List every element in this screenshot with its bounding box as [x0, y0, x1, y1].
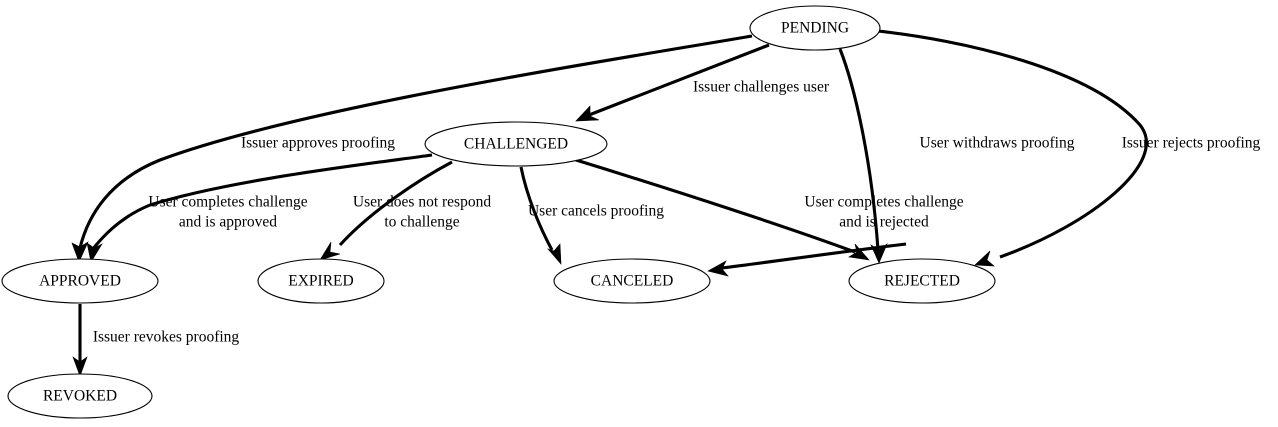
node-canceled[interactable]: CANCELED: [553, 258, 711, 304]
edge-arrowhead-challenged-canceled: [547, 243, 562, 265]
node-ellipse-approved[interactable]: [1, 258, 159, 304]
node-ellipse-canceled[interactable]: [553, 258, 711, 304]
edge-label-issuer-approves-proofing: Issuer approves proofing: [241, 135, 395, 152]
edge-label-user-completes-challenge-rejected-line2: and is rejected: [839, 214, 929, 231]
node-ellipse-rejected[interactable]: [848, 258, 996, 304]
edge-challenged-approved: [86, 153, 433, 263]
edge-path-pending-rejected-reject: [877, 29, 1148, 259]
edge-path-challenged-canceled: [519, 166, 554, 251]
edge-arrowhead-pending-challenged: [575, 105, 600, 122]
node-challenged[interactable]: CHALLENGED: [424, 121, 608, 167]
node-ellipse-challenged[interactable]: [424, 121, 608, 167]
edge-path-challenged-approved: [90, 153, 433, 251]
edge-path-pending-rejected-withdraw: [838, 48, 880, 251]
edge-label-user-does-not-respond-line2: to challenge: [384, 214, 459, 231]
nodes-layer: PENDING CHALLENGED APPROVED EXPIRED CANC…: [1, 5, 996, 419]
edge-pending-rejected-withdraw: [838, 48, 888, 264]
edge-pending-rejected-reject: [877, 29, 1148, 267]
edge-arrowhead-pending-rejected-reject: [974, 250, 995, 267]
edge-pending-approved: [71, 34, 753, 263]
edge-approved-revoked: [72, 304, 88, 377]
edge-label-issuer-revokes-proofing: Issuer revokes proofing: [93, 329, 240, 346]
edge-labels-layer: Issuer approves proofing Issuer challeng…: [93, 79, 1261, 346]
edge-challenged-expired: [319, 160, 453, 261]
edges-layer: [71, 29, 1148, 377]
node-ellipse-revoked[interactable]: [7, 373, 153, 419]
node-label-canceled: CANCELED: [591, 273, 674, 290]
node-pending[interactable]: PENDING: [749, 5, 881, 51]
node-label-pending: PENDING: [781, 20, 849, 37]
edge-path-challenged-rejected: [575, 158, 856, 254]
edge-label-issuer-challenges-user: Issuer challenges user: [693, 79, 830, 96]
edge-label-user-does-not-respond-line1: User does not respond: [353, 194, 491, 211]
edge-label-issuer-rejects-proofing: Issuer rejects proofing: [1122, 135, 1261, 152]
node-revoked[interactable]: REVOKED: [7, 373, 153, 419]
edge-label-user-withdraws-proofing: User withdraws proofing: [920, 135, 1075, 152]
edge-label-user-completes-challenge-rejected-line1: User completes challenge: [804, 194, 963, 211]
node-label-approved: APPROVED: [39, 273, 121, 290]
edge-path-pending-approved: [78, 34, 753, 249]
node-label-challenged: CHALLENGED: [464, 136, 568, 153]
edge-arrowhead-pending-approved: [71, 241, 89, 263]
edge-label-user-cancels-proofing: User cancels proofing: [528, 203, 664, 220]
edge-challenged-canceled: [519, 166, 562, 265]
edge-rejected-source-to-canceled: [707, 242, 907, 277]
node-ellipse-expired[interactable]: [257, 258, 385, 304]
node-label-expired: EXPIRED: [288, 273, 353, 290]
edge-path-rejected-source-to-canceled: [721, 242, 907, 270]
edge-label-user-completes-challenge-approved-line1: User completes challenge: [148, 194, 307, 211]
node-ellipse-pending[interactable]: [749, 5, 881, 51]
node-label-rejected: REJECTED: [884, 273, 960, 290]
edge-path-challenged-expired: [338, 160, 453, 247]
node-label-revoked: REVOKED: [43, 388, 117, 405]
edge-arrowhead-challenged-approved: [86, 242, 103, 263]
node-expired[interactable]: EXPIRED: [257, 258, 385, 304]
edge-arrowhead-approved-revoked: [72, 356, 88, 377]
edge-path-pending-challenged: [588, 43, 770, 117]
edge-arrowhead-canceled-right: [707, 260, 729, 277]
edge-label-user-completes-challenge-approved-line2: and is approved: [179, 214, 277, 231]
edge-pending-challenged: [575, 43, 770, 122]
node-approved[interactable]: APPROVED: [1, 258, 159, 304]
edge-arrowhead-challenged-expired: [319, 241, 341, 261]
node-rejected[interactable]: REJECTED: [848, 258, 996, 304]
